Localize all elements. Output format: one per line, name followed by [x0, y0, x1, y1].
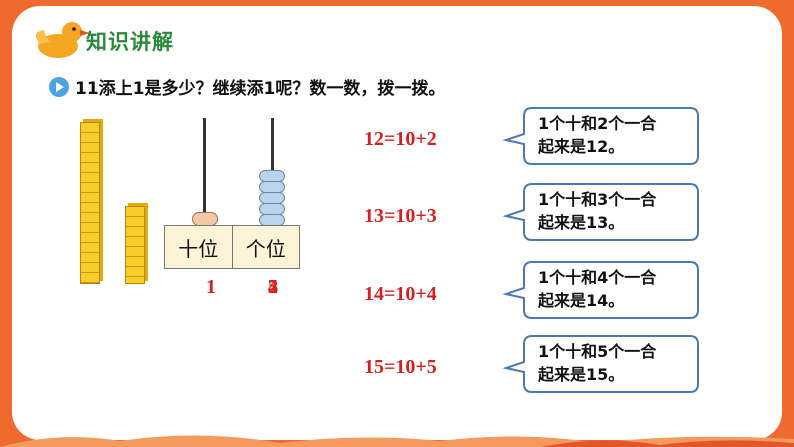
speech-line: 起来是14。: [538, 291, 625, 310]
section-title: 知识讲解: [86, 30, 174, 54]
speech-bubble-shape: [502, 335, 699, 393]
speech-bubble-shape: [502, 261, 699, 319]
speech-bubble: 1个十和4个一合 起来是14。: [502, 260, 702, 320]
speech-bubble-shape: [502, 183, 699, 241]
speech-line: 起来是13。: [538, 213, 625, 232]
ones-bead: [259, 203, 285, 215]
bottom-decoration: [0, 435, 794, 447]
play-icon: [49, 77, 69, 97]
ones-digit: 5: [268, 276, 278, 298]
place-value-box: 十位 个位: [164, 225, 300, 269]
speech-line: 起来是12。: [538, 137, 625, 156]
tens-bead: [192, 212, 218, 226]
speech-bubble-shape: [502, 107, 699, 165]
tens-digit: 1: [206, 276, 216, 298]
speech-bubble: 1个十和3个一合 起来是13。: [502, 182, 702, 242]
ones-bead: [259, 181, 285, 193]
speech-bubble-text: 1个十和3个一合 起来是13。: [538, 188, 698, 234]
equation: 12=10+2: [364, 128, 437, 150]
speech-bubble-text: 1个十和2个一合 起来是12。: [538, 112, 698, 158]
duck-logo-icon: [35, 22, 90, 58]
ones-bead: [259, 170, 285, 182]
equation: 14=10+4: [364, 283, 437, 305]
tens-place-label: 十位: [165, 226, 233, 268]
speech-line: 1个十和5个一合: [538, 342, 657, 361]
equation: 13=10+3: [364, 205, 437, 227]
unit-cubes-stack: [125, 206, 145, 284]
speech-line: 1个十和4个一合: [538, 268, 657, 287]
ones-place-label: 个位: [245, 236, 286, 261]
slide: 知识讲解 11添上1是多少？继续添1呢？数一数，拨一拨。 十位 个位 1 2 3…: [12, 6, 782, 440]
ten-cube-stick: [80, 122, 100, 284]
speech-bubble: 1个十和2个一合 起来是12。: [502, 106, 702, 166]
speech-bubble: 1个十和5个一合 起来是15。: [502, 334, 702, 394]
speech-bubble-text: 1个十和5个一合 起来是15。: [538, 340, 698, 386]
speech-line: 起来是15。: [538, 365, 625, 384]
equation: 15=10+5: [364, 356, 437, 378]
ones-digit: 2: [268, 276, 278, 298]
ones-bead: [259, 192, 285, 204]
ones-digit: 4: [268, 276, 278, 298]
question-text: 11添上1是多少？继续添1呢？数一数，拨一拨。: [75, 79, 446, 99]
tens-rod: [203, 118, 206, 220]
speech-line: 1个十和2个一合: [538, 114, 657, 133]
speech-line: 1个十和3个一合: [538, 190, 657, 209]
speech-bubble-text: 1个十和4个一合 起来是14。: [538, 266, 698, 312]
ones-digit: 3: [268, 276, 278, 298]
